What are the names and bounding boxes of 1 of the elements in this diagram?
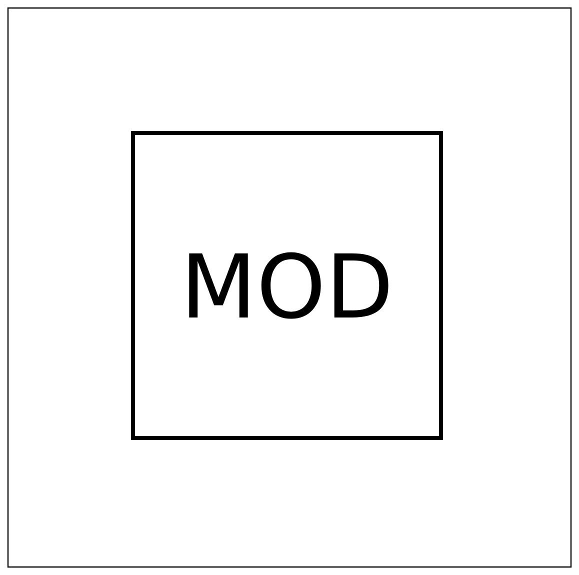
module-box: MOD <box>131 131 443 440</box>
